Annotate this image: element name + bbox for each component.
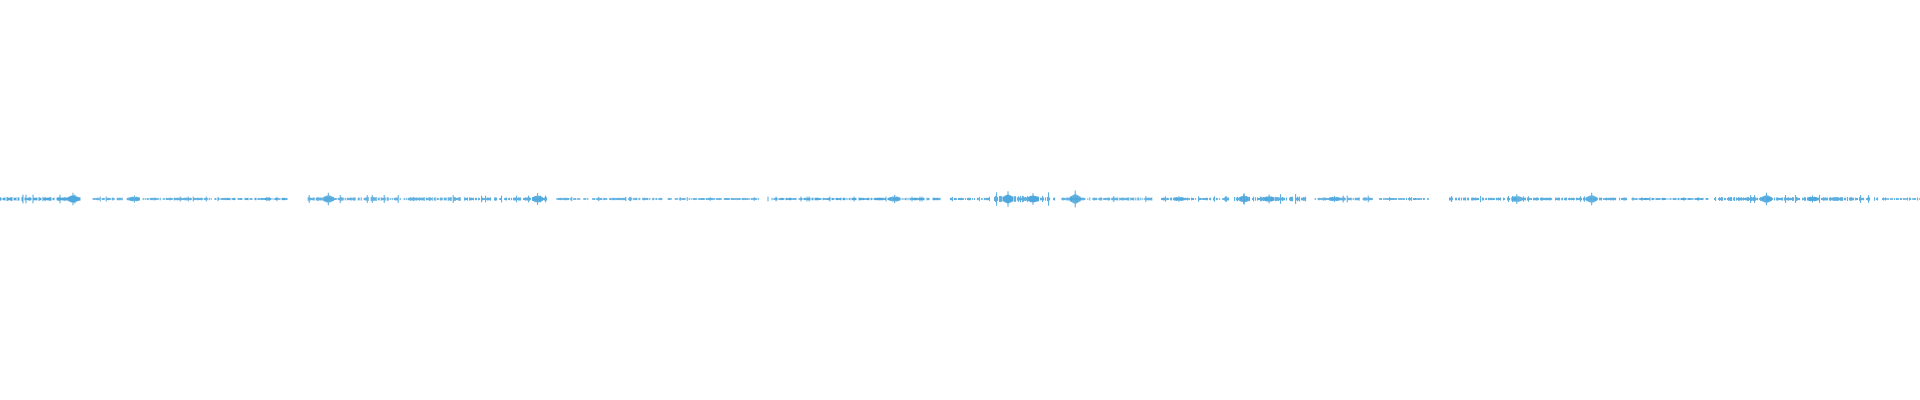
waveform-display[interactable] [0, 0, 1920, 400]
audio-waveform[interactable] [0, 0, 1920, 400]
